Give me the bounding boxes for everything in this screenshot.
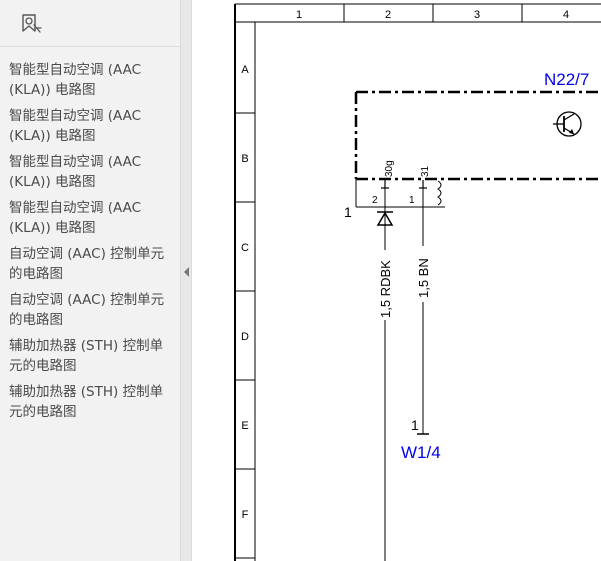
bookmark-item[interactable]: 智能型自动空调 (AAC (KLA)) 电路图 bbox=[9, 62, 142, 98]
component-boundary bbox=[354, 90, 601, 181]
pin-number: 1 bbox=[409, 195, 415, 206]
ground-label: W1/4 bbox=[401, 443, 441, 462]
wiring-diagram: 1 2 3 4 A B C D E F N22/7 30g 31 bbox=[234, 3, 601, 561]
bookmark-icon[interactable] bbox=[20, 11, 44, 35]
document-viewer[interactable]: 1 2 3 4 A B C D E F N22/7 30g 31 bbox=[192, 0, 601, 561]
wire-label: 1,5 RDBK bbox=[378, 260, 393, 318]
grid-column-label: 2 bbox=[385, 9, 391, 21]
grid-row-label: C bbox=[241, 242, 249, 254]
bookmark-item[interactable]: 智能型自动空调 (AAC (KLA)) 电路图 bbox=[9, 200, 142, 236]
sidebar-toolbar bbox=[0, 0, 180, 47]
grid-row-label: F bbox=[242, 509, 249, 521]
pin-terminal bbox=[381, 180, 427, 189]
grid-column-label: 3 bbox=[474, 9, 480, 21]
diode-icon bbox=[376, 211, 394, 226]
pin-name: 30g bbox=[384, 160, 395, 177]
bookmark-item[interactable]: 智能型自动空调 (AAC (KLA)) 电路图 bbox=[9, 154, 142, 190]
ground-pin-number: 1 bbox=[411, 417, 419, 433]
pin-name: 31 bbox=[420, 165, 431, 177]
grid-row-label: E bbox=[241, 420, 248, 432]
grid-row-label: B bbox=[241, 153, 248, 165]
connector-label: 1 bbox=[344, 204, 352, 220]
bookmark-list: 智能型自动空调 (AAC (KLA)) 电路图 智能型自动空调 (AAC (KL… bbox=[9, 60, 174, 428]
wire-label: 1,5 BN bbox=[416, 258, 431, 298]
bookmark-item[interactable]: 自动空调 (AAC) 控制单元的电路图 bbox=[9, 246, 165, 282]
grid-column-label: 1 bbox=[296, 9, 302, 21]
grid-column-label: 4 bbox=[563, 9, 569, 21]
grid-row-label: A bbox=[241, 64, 249, 76]
connector-housing bbox=[355, 179, 445, 208]
bookmark-item[interactable]: 自动空调 (AAC) 控制单元的电路图 bbox=[9, 292, 165, 328]
transistor-icon bbox=[553, 111, 582, 137]
sidebar-splitter[interactable] bbox=[180, 0, 192, 561]
bookmark-sidebar: 智能型自动空调 (AAC (KLA)) 电路图 智能型自动空调 (AAC (KL… bbox=[0, 0, 180, 561]
bookmark-item[interactable]: 智能型自动空调 (AAC (KLA)) 电路图 bbox=[9, 108, 142, 144]
collapse-left-icon[interactable] bbox=[183, 262, 191, 277]
bookmark-item[interactable]: 辅助加热器 (STH) 控制单元的电路图 bbox=[9, 338, 164, 374]
grid-row-label: D bbox=[241, 331, 249, 343]
bookmark-item[interactable]: 辅助加热器 (STH) 控制单元的电路图 bbox=[9, 384, 164, 420]
pin-number: 2 bbox=[372, 195, 378, 206]
component-label: N22/7 bbox=[544, 70, 589, 89]
